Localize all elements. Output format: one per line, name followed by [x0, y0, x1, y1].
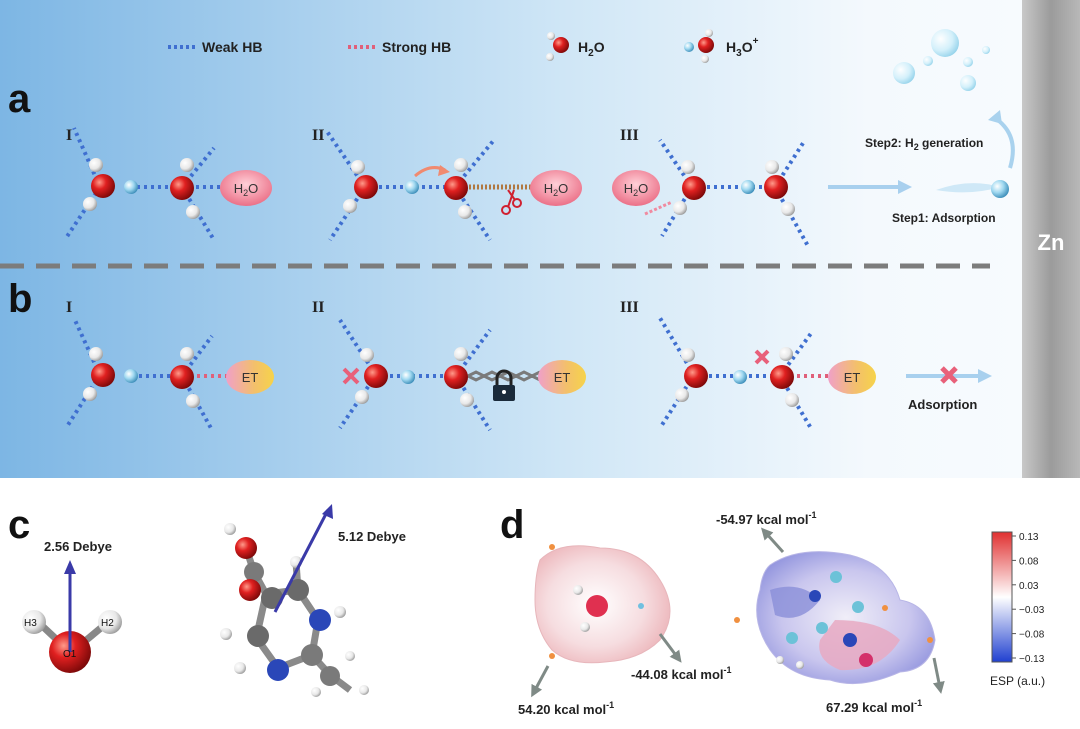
- bubble: [893, 62, 915, 84]
- step2-label: Step2: H2 generation: [865, 136, 983, 152]
- colorbar-ticks: 0.13 0.08 0.03 −0.03 −0.08 −0.13: [1012, 532, 1045, 665]
- background-panel: [0, 0, 1022, 478]
- colorbar-tick-label: −0.03: [1019, 605, 1045, 616]
- et-esp-positive: 67.29 kcal mol-1: [826, 698, 922, 715]
- step-b-1: I: [66, 299, 72, 316]
- panel-label-a: a: [8, 77, 31, 121]
- adsorption-label: Adsorption: [908, 397, 977, 412]
- b2-et-label: ET: [554, 370, 571, 385]
- colorbar-tick-label: −0.08: [1019, 630, 1045, 641]
- bubble: [931, 29, 959, 57]
- atom-label-h3: H3: [24, 618, 37, 629]
- water-dipole-value: 2.56 Debye: [44, 539, 112, 554]
- panel-label-d: d: [500, 503, 524, 547]
- colorbar-label: ESP (a.u.): [990, 674, 1045, 688]
- step-a-1: I: [66, 127, 72, 144]
- colorbar-tick-label: −0.13: [1019, 654, 1045, 665]
- legend-strong-label: Strong HB: [382, 39, 451, 55]
- atom-label-h2: H2: [101, 618, 114, 629]
- et-esp-negative: -54.97 kcal mol-1: [716, 510, 817, 527]
- legend-weak-label: Weak HB: [202, 39, 262, 55]
- bubble: [960, 75, 976, 91]
- step-a-3: III: [620, 127, 639, 144]
- step-b-3: III: [620, 299, 639, 316]
- colorbar-gradient: [992, 532, 1012, 662]
- et-dipole-value: 5.12 Debye: [338, 529, 406, 544]
- colorbar-tick-label: 0.13: [1019, 532, 1039, 543]
- step-b-2: II: [312, 299, 324, 316]
- step1-label: Step1: Adsorption: [892, 211, 996, 225]
- water-dipole-model: 2.56 Debye H3 H2 O1: [22, 539, 122, 673]
- bubble: [963, 57, 973, 67]
- bubble: [982, 46, 990, 54]
- zn-label: Zn: [1038, 230, 1065, 255]
- step-a-2: II: [312, 127, 324, 144]
- et-dipole-model: 5.12 Debye: [220, 504, 406, 697]
- water-esp-positive: 54.20 kcal mol-1: [518, 700, 614, 717]
- b1-et-label: ET: [242, 370, 259, 385]
- panel-label-c: c: [8, 503, 30, 547]
- atom-label-o1: O1: [63, 649, 77, 660]
- colorbar-tick-label: 0.08: [1019, 556, 1039, 567]
- panel-label-b: b: [8, 277, 32, 321]
- esp-colorbar: 0.13 0.08 0.03 −0.03 −0.08 −0.13 ESP (a.u.): [990, 532, 1045, 688]
- water-esp-surface: 54.20 kcal mol-1 -44.08 kcal mol-1: [518, 544, 732, 717]
- b3-et-label: ET: [844, 370, 861, 385]
- water-esp-negative: -44.08 kcal mol-1: [631, 665, 732, 682]
- et-esp-surface: -54.97 kcal mol-1 67.29 kcal mol-1: [716, 510, 940, 715]
- bubble: [923, 56, 933, 66]
- colorbar-tick-label: 0.03: [1019, 581, 1039, 592]
